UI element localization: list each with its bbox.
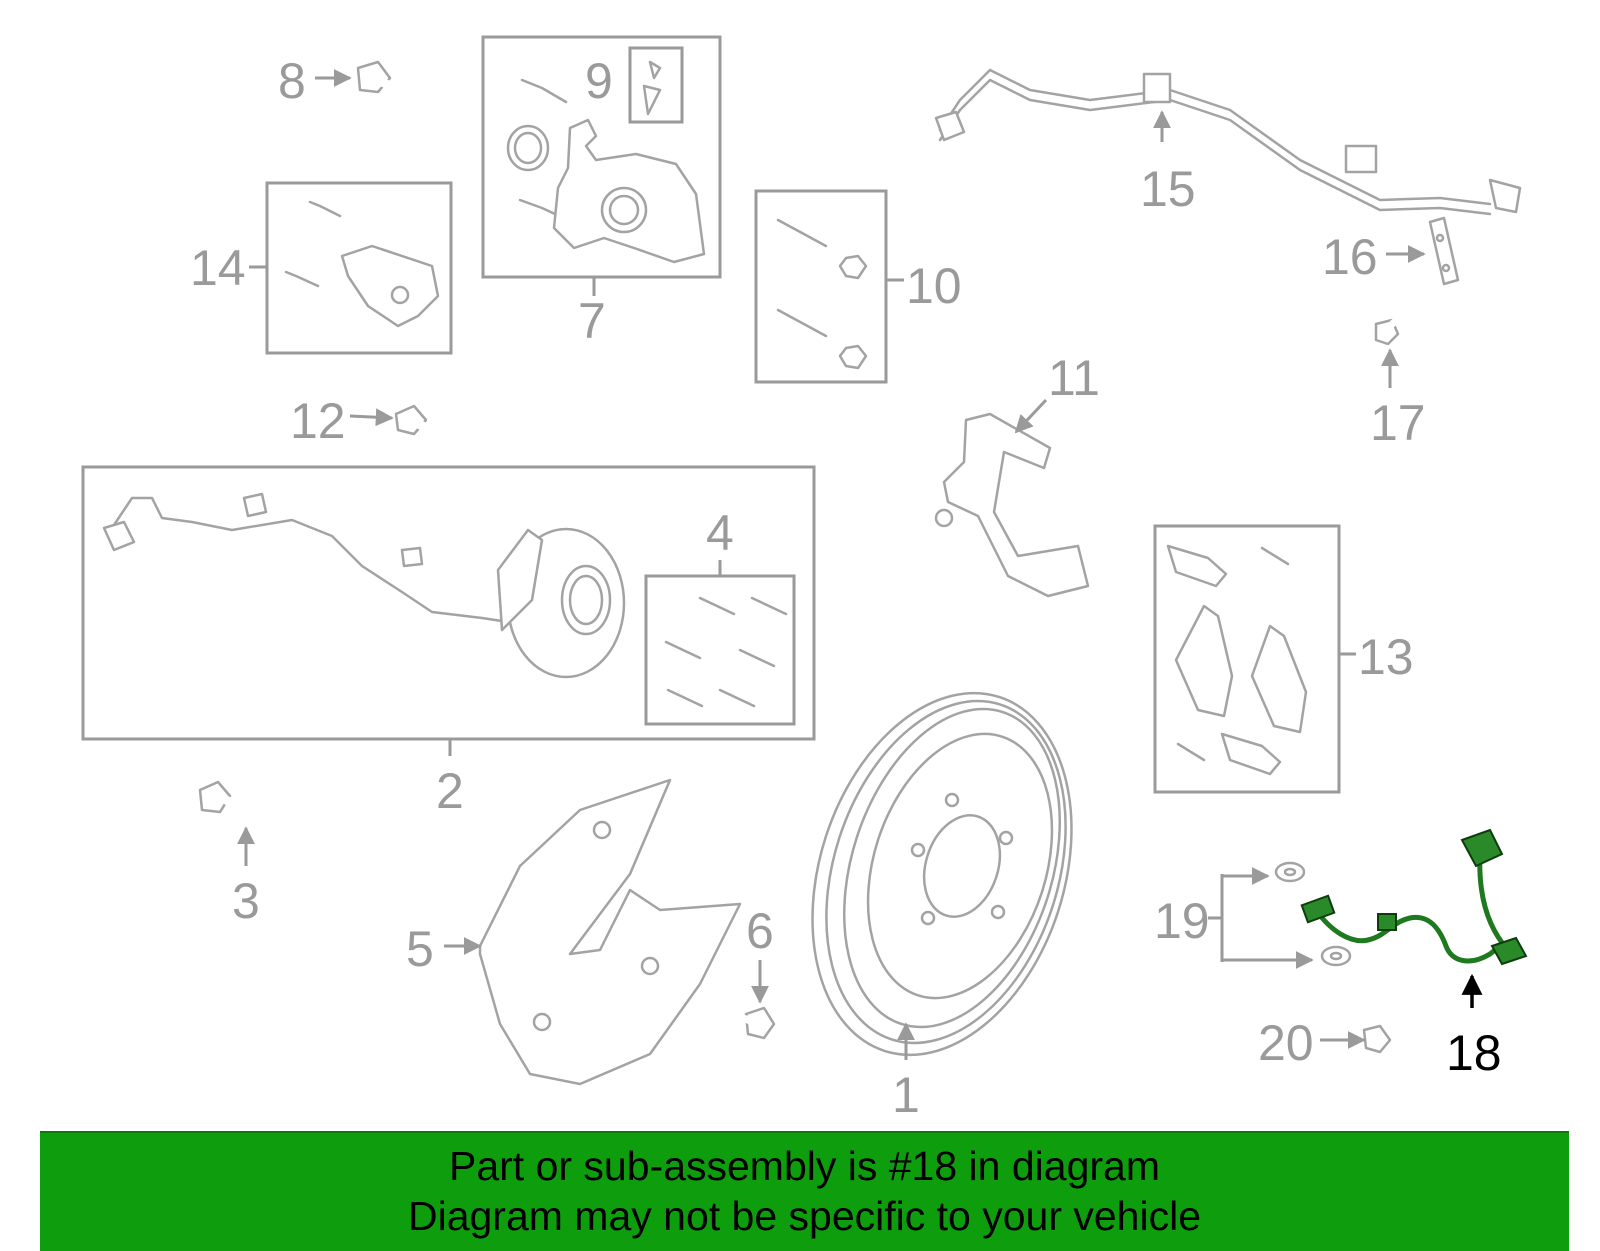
label-15: 15 (1140, 161, 1196, 217)
label-17: 17 (1370, 395, 1426, 451)
part-13-brake-pad-kit[interactable] (1153, 524, 1356, 794)
label-5: 5 (406, 921, 434, 977)
part-14-caliper[interactable] (249, 181, 453, 355)
part-16-bracket[interactable] (1386, 216, 1460, 286)
label-9: 9 (585, 53, 613, 109)
label-11: 11 (1048, 350, 1100, 406)
part-6-bolt[interactable] (710, 960, 776, 1040)
label-3: 3 (232, 873, 260, 929)
label-6: 6 (746, 903, 774, 959)
info-banner: Part or sub-assembly is #18 in diagram D… (40, 1131, 1569, 1251)
part-10-guide-pin-kit[interactable] (754, 189, 904, 384)
part-1-brake-rotor[interactable] (768, 659, 1115, 1088)
label-20: 20 (1258, 1015, 1314, 1071)
label-19: 19 (1154, 893, 1210, 949)
part-15-sensor-harness[interactable] (934, 68, 1522, 216)
part-18-abs-sensor-wire[interactable] (1300, 828, 1528, 1008)
part-3-bolt[interactable] (198, 780, 295, 866)
label-12: 12 (290, 393, 346, 449)
label-7: 7 (578, 293, 606, 349)
part-8-bolt[interactable] (315, 60, 425, 105)
label-4: 4 (706, 505, 734, 561)
part-11-caliper-bracket[interactable] (934, 398, 1090, 598)
label-10: 10 (906, 258, 962, 314)
part-17-bolt[interactable] (1374, 298, 1420, 388)
label-16: 16 (1322, 229, 1378, 285)
part-19-washers[interactable] (1208, 861, 1352, 969)
part-12-bolt[interactable] (349, 404, 469, 449)
part-5-dust-shield[interactable] (444, 778, 742, 1086)
part-4-stud-kit[interactable] (664, 596, 788, 708)
label-18: 18 (1446, 1025, 1502, 1081)
label-8: 8 (278, 53, 306, 109)
part-20-bolt[interactable] (1320, 992, 1392, 1054)
banner-line-2: Diagram may not be specific to your vehi… (407, 1193, 1201, 1239)
label-14: 14 (190, 240, 246, 296)
label-2: 2 (436, 763, 464, 819)
label-13: 13 (1358, 629, 1414, 685)
part-2-hub-bearing-assembly[interactable] (81, 465, 816, 756)
label-1: 1 (892, 1067, 920, 1123)
part-7-caliper-assembly[interactable] (481, 35, 722, 296)
banner-line-1: Part or sub-assembly is #18 in diagram (449, 1143, 1160, 1189)
